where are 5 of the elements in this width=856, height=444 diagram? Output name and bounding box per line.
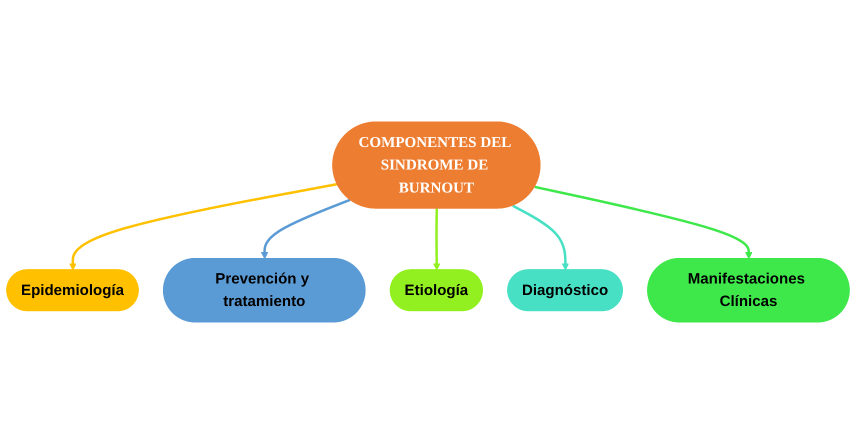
- arrow: [69, 182, 338, 270]
- arrow: [433, 208, 440, 270]
- arrow: [534, 186, 752, 260]
- arrow: [512, 204, 570, 270]
- arrow: [260, 198, 351, 260]
